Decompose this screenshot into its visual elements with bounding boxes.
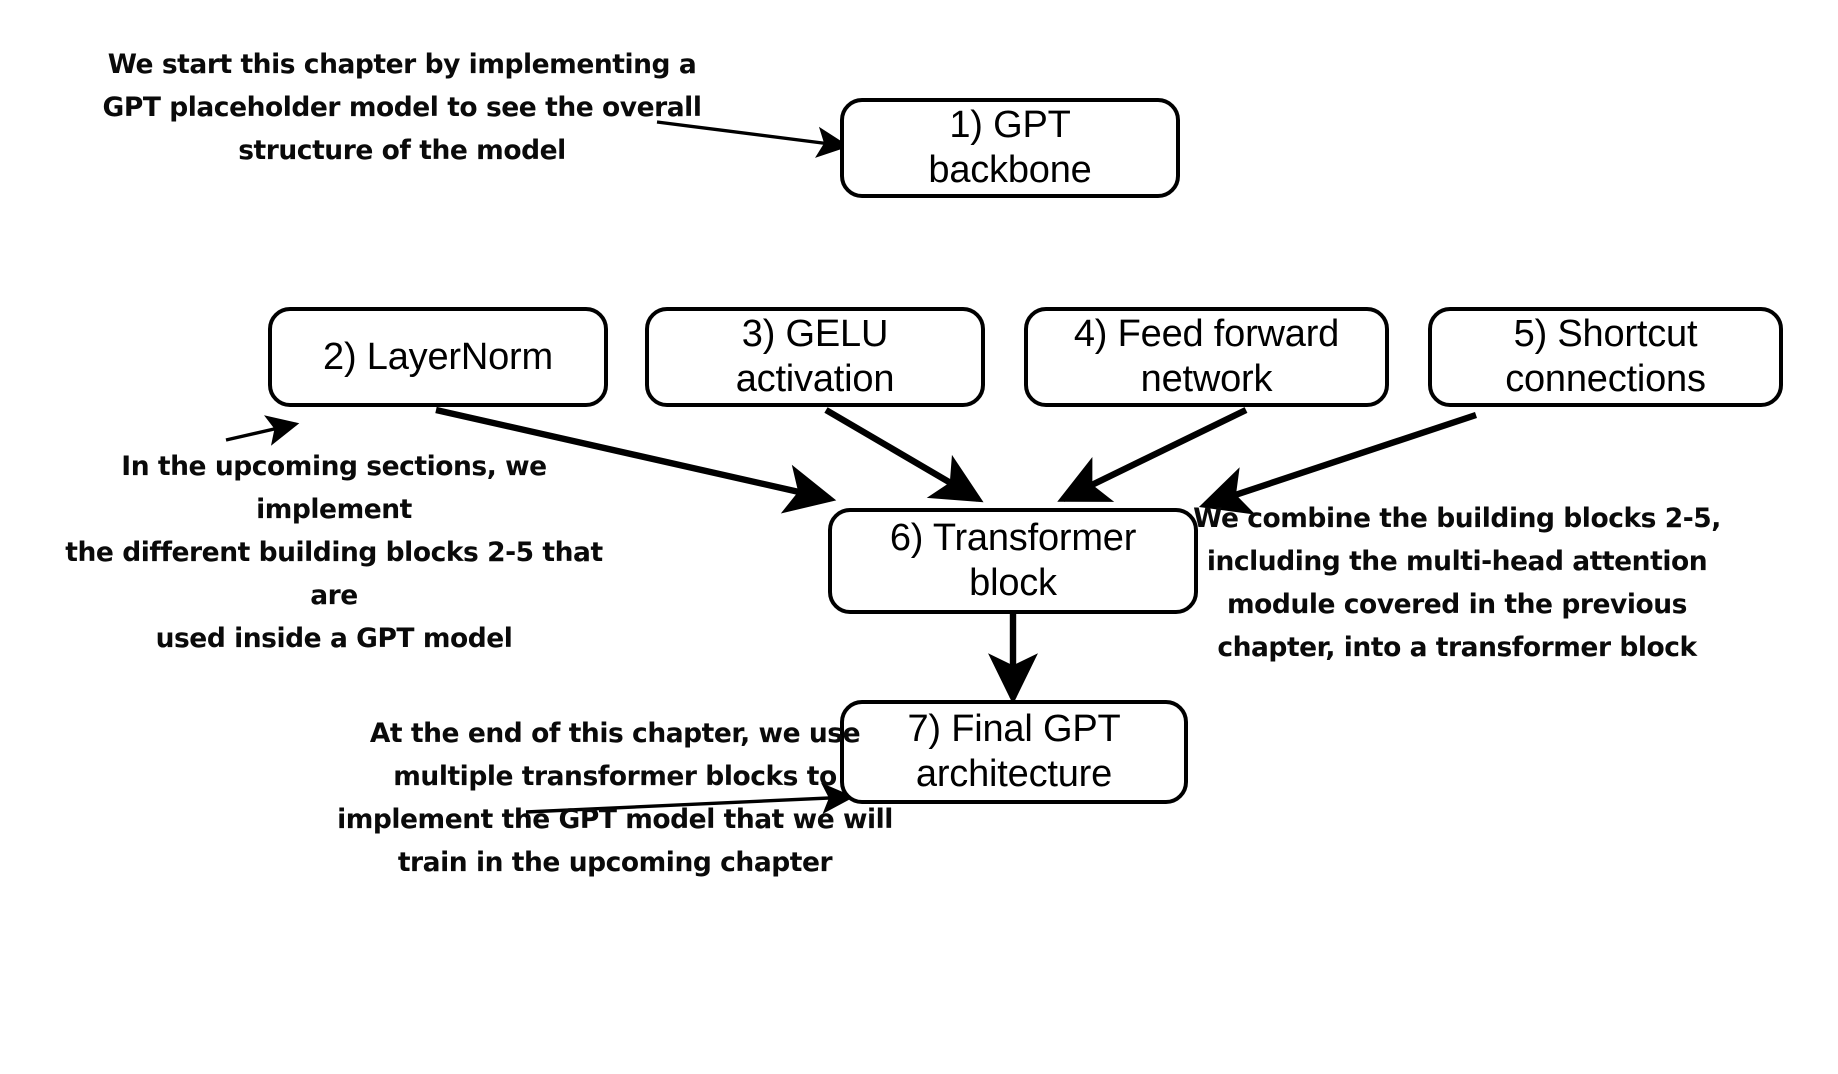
node-final-gpt-label: 7) Final GPT architecture	[907, 708, 1121, 795]
node-gelu-activation-label: 3) GELU activation	[735, 313, 895, 400]
node-feed-forward-label: 4) Feed forward network	[1073, 313, 1340, 400]
annotation-combine-note: We combine the building blocks 2-5, incl…	[1193, 503, 1721, 663]
node-gpt-backbone[interactable]: 1) GPT backbone	[840, 98, 1180, 198]
arrow-blocks-note-to-layernorm	[225, 415, 300, 446]
arrow-gelu-to-transformer	[824, 407, 984, 503]
annotation-intro-note: We start this chapter by implementing a …	[102, 49, 702, 166]
node-gelu-activation[interactable]: 3) GELU activation	[645, 307, 985, 407]
node-gpt-backbone-label: 1) GPT backbone	[928, 104, 1092, 191]
annotation-final-note: At the end of this chapter, we use multi…	[337, 718, 893, 878]
node-shortcut-connections-label: 5) Shortcut connections	[1505, 313, 1706, 400]
node-transformer-block[interactable]: 6) Transformer block	[828, 508, 1198, 614]
arrow-feedforward-to-transformer	[1057, 407, 1248, 502]
arrow-shortcut-to-transformer	[1198, 411, 1478, 515]
node-layernorm-label: 2) LayerNorm	[323, 335, 553, 378]
node-shortcut-connections[interactable]: 5) Shortcut connections	[1428, 307, 1783, 407]
node-feed-forward[interactable]: 4) Feed forward network	[1024, 307, 1389, 407]
node-final-gpt[interactable]: 7) Final GPT architecture	[840, 700, 1188, 804]
node-layernorm[interactable]: 2) LayerNorm	[268, 307, 608, 407]
annotation-building-blocks-note: In the upcoming sections, we implement t…	[65, 451, 603, 654]
